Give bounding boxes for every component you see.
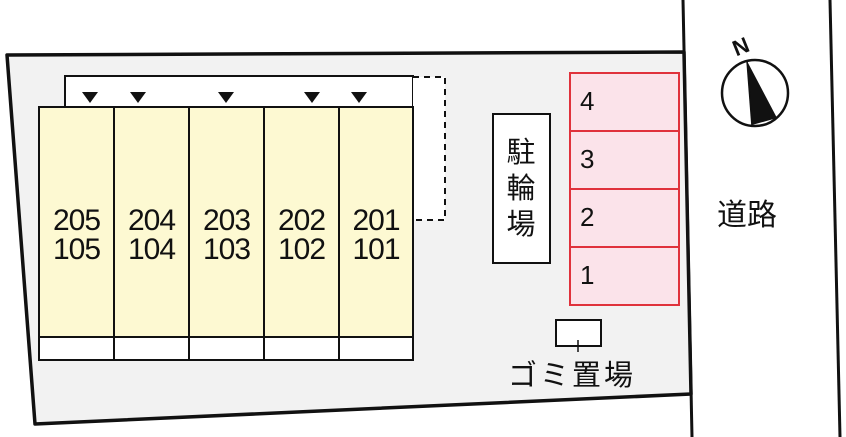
bicycle-parking-label: 駐輪場 xyxy=(501,134,541,242)
unit-lower-number: 101 xyxy=(352,233,400,266)
unit-cell-203-103[interactable]: 203 103 xyxy=(189,204,264,266)
unit-upper-number: 205 xyxy=(52,204,101,237)
trash-area-label: ゴミ置場 xyxy=(508,358,637,392)
entrance-triangle-icon xyxy=(218,92,234,103)
dashed-area xyxy=(413,76,446,221)
unit-lower-number: 104 xyxy=(127,233,176,266)
building-corridor xyxy=(64,75,414,108)
entrance-triangle-icon xyxy=(351,92,367,103)
compass-icon xyxy=(720,58,790,128)
unit-lower-number: 103 xyxy=(202,233,251,266)
unit-lower-number: 102 xyxy=(277,233,326,266)
unit-cell-202-102[interactable]: 202 102 xyxy=(264,204,339,266)
unit-cell-204-104[interactable]: 204 104 xyxy=(114,204,189,266)
parking-space-2[interactable]: 2 xyxy=(580,202,595,232)
unit-cell-201-101[interactable]: 201 101 xyxy=(339,204,413,266)
road-label: 道路 xyxy=(717,198,777,233)
unit-upper-number: 202 xyxy=(277,204,326,237)
unit-upper-number: 203 xyxy=(202,204,251,237)
entrance-markers xyxy=(82,92,367,103)
parking-space-3[interactable]: 3 xyxy=(580,144,595,174)
bicycle-parking-text: 駐輪場 xyxy=(506,135,536,241)
entrance-triangle-icon xyxy=(304,92,320,103)
unit-upper-number: 204 xyxy=(127,204,176,237)
bicycle-parking-box xyxy=(492,113,551,264)
unit-cell-205-105[interactable]: 205 105 xyxy=(39,204,114,266)
parking-space-1[interactable]: 1 xyxy=(580,260,595,290)
road-right-edge xyxy=(828,0,842,437)
parking-lot xyxy=(569,72,680,306)
entrance-triangle-icon xyxy=(130,92,146,103)
parking-space-4[interactable]: 4 xyxy=(580,86,595,116)
unit-upper-number: 201 xyxy=(352,204,400,237)
entrance-triangle-icon xyxy=(82,92,98,103)
unit-lower-number: 105 xyxy=(52,233,101,266)
